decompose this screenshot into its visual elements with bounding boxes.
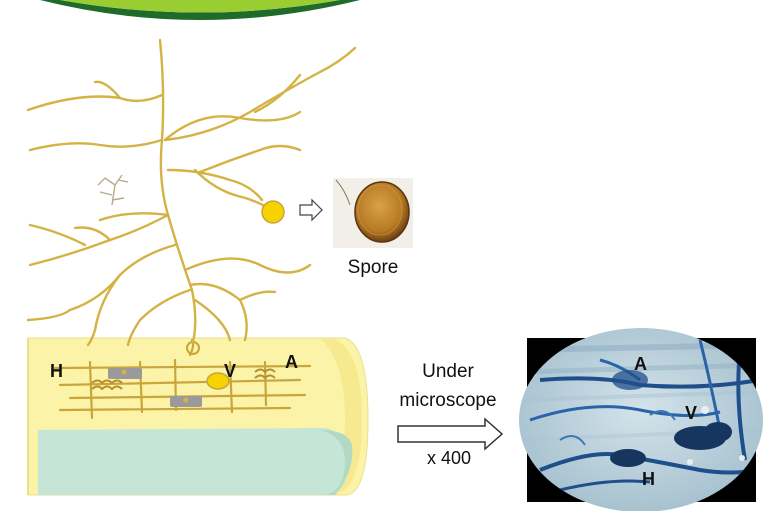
spore-photo [333,178,413,248]
spore-on-hypha [261,200,285,224]
microscope-arrow-icon [397,417,504,451]
label-hyphae-root: H [50,361,63,381]
label-arbuscule-root: A [285,352,298,372]
vesicle-in-root [206,372,230,390]
arbuscules-in-root [91,368,276,407]
branched-hypha-gray [97,174,129,206]
label-arbuscule-micro: A [634,354,647,374]
spore-arrow-icon [299,198,323,222]
microscope-image [519,328,763,511]
microscope-label: microscope [399,390,496,411]
magnification-label: x 400 [427,448,471,468]
root-cortex [27,337,369,496]
spore-hypha [193,168,270,210]
top-plant-organ [40,0,360,20]
spore-caption: Spore [348,257,399,278]
label-vesicle-micro: V [685,403,697,423]
label-hyphae-micro: H [642,469,655,489]
label-vesicle-root: V [224,361,236,381]
under-label: Under [422,361,474,382]
extraradical-hyphae [26,38,357,347]
